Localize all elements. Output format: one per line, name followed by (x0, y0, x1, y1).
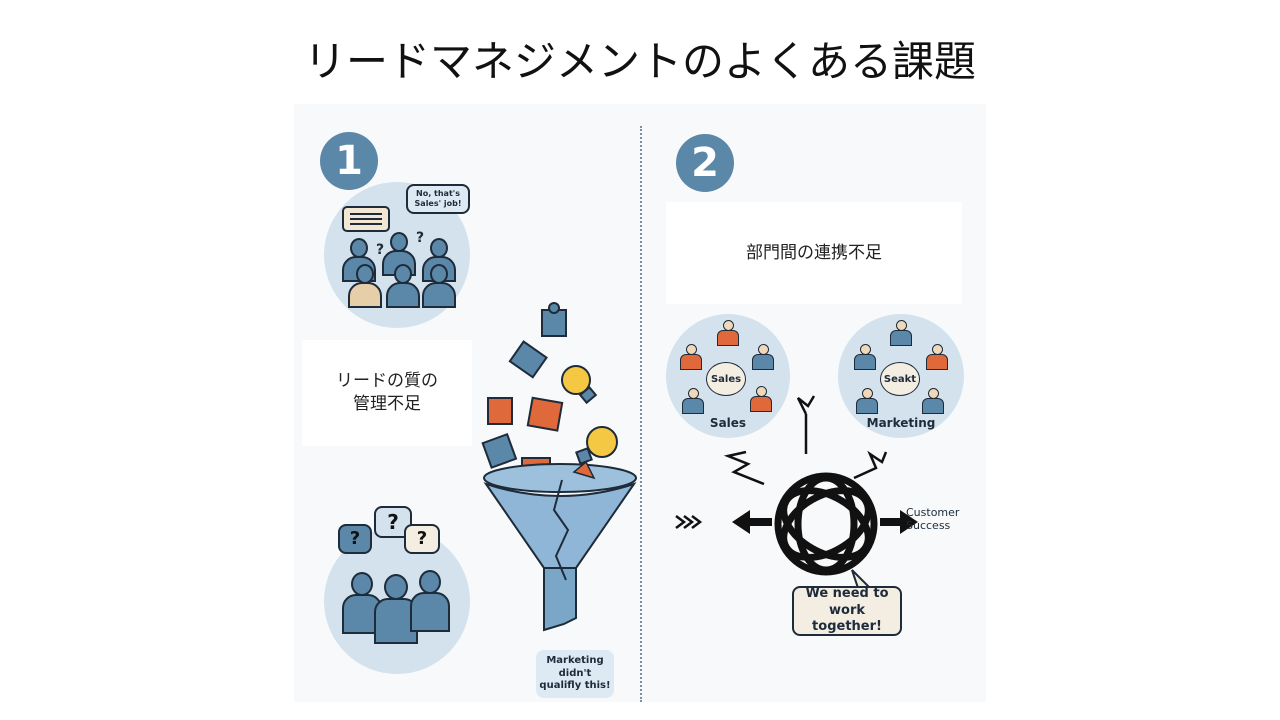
bubble-line: didn't (558, 667, 592, 679)
issue-1-label-line2: 管理不足 (353, 394, 421, 414)
person-icon (386, 264, 420, 308)
customer-success-line: Customer (906, 506, 960, 519)
puzzle-piece-icon (487, 397, 513, 425)
person-icon (856, 388, 878, 418)
puzzle-piece-icon (541, 302, 567, 337)
person-icon (922, 388, 944, 418)
puzzle-piece-icon (526, 396, 564, 432)
tangled-knot-icon (774, 472, 878, 576)
bubble-line: We need to (805, 585, 889, 601)
marketing-speech-bubble: Seakt (880, 362, 920, 396)
lightning-icon (723, 395, 888, 486)
illustration-panel: 1 No, that's Sales' job! ? ? リードの質の 管理不足… (294, 104, 986, 702)
person-icon (926, 344, 948, 374)
person-icon (752, 344, 774, 374)
marketing-caption: Marketing (866, 416, 936, 430)
issue-1-label: リードの質の 管理不足 (302, 340, 472, 446)
bubble-line: Marketing (546, 655, 604, 667)
question-bubble-1: ? (338, 524, 372, 554)
lightbulb-icon (561, 365, 598, 405)
broken-funnel-illustration (481, 302, 637, 632)
person-icon (348, 264, 382, 308)
arrow-right-icon (880, 510, 918, 534)
arrow-left-icon (732, 510, 772, 534)
issue-2-badge: 2 (676, 134, 734, 192)
puzzle-piece-icon (508, 340, 548, 379)
person-icon (717, 320, 739, 350)
slide-title: リードマネジメントのよくある課題 (303, 37, 976, 86)
person-icon (890, 320, 912, 350)
person-icon (854, 344, 876, 374)
funnel-icon (483, 460, 637, 632)
person-icon (682, 388, 704, 418)
lightbulb-icon (575, 426, 618, 465)
customer-success-label: Customer Success (906, 506, 959, 532)
question-bubble-3: ? (404, 524, 440, 554)
issue-1-label-line1: リードの質の (336, 371, 438, 392)
puzzle-piece-icon (481, 432, 518, 469)
person-icon (422, 264, 456, 308)
issue-1-badge: 1 (320, 132, 378, 190)
customer-success-line: Success (906, 519, 951, 533)
bubble-line: qualifly this! (539, 680, 611, 692)
tangled-collaboration-illustration (675, 395, 918, 595)
marketing-didnt-qualify-bubble: Marketing didn't qualifly this! (536, 650, 614, 698)
sales-job-speech-bubble: No, that's Sales' job! (406, 184, 470, 214)
dotted-divider (640, 126, 642, 702)
work-together-bubble: We need to work together! (792, 586, 902, 636)
sales-caption: Sales (709, 416, 747, 430)
chevrons-icon (675, 515, 703, 529)
sales-speech-bubble: Sales (706, 362, 746, 396)
question-mark-icon: ? (416, 230, 425, 246)
person-icon (750, 386, 772, 416)
bubble-line: work together! (812, 602, 882, 635)
question-mark-icon: ? (376, 242, 385, 258)
businessman-icon (410, 570, 450, 632)
text-speech-bubble-icon (342, 206, 390, 232)
person-icon (680, 344, 702, 374)
issue-2-label: 部門間の連携不足 (666, 202, 962, 304)
